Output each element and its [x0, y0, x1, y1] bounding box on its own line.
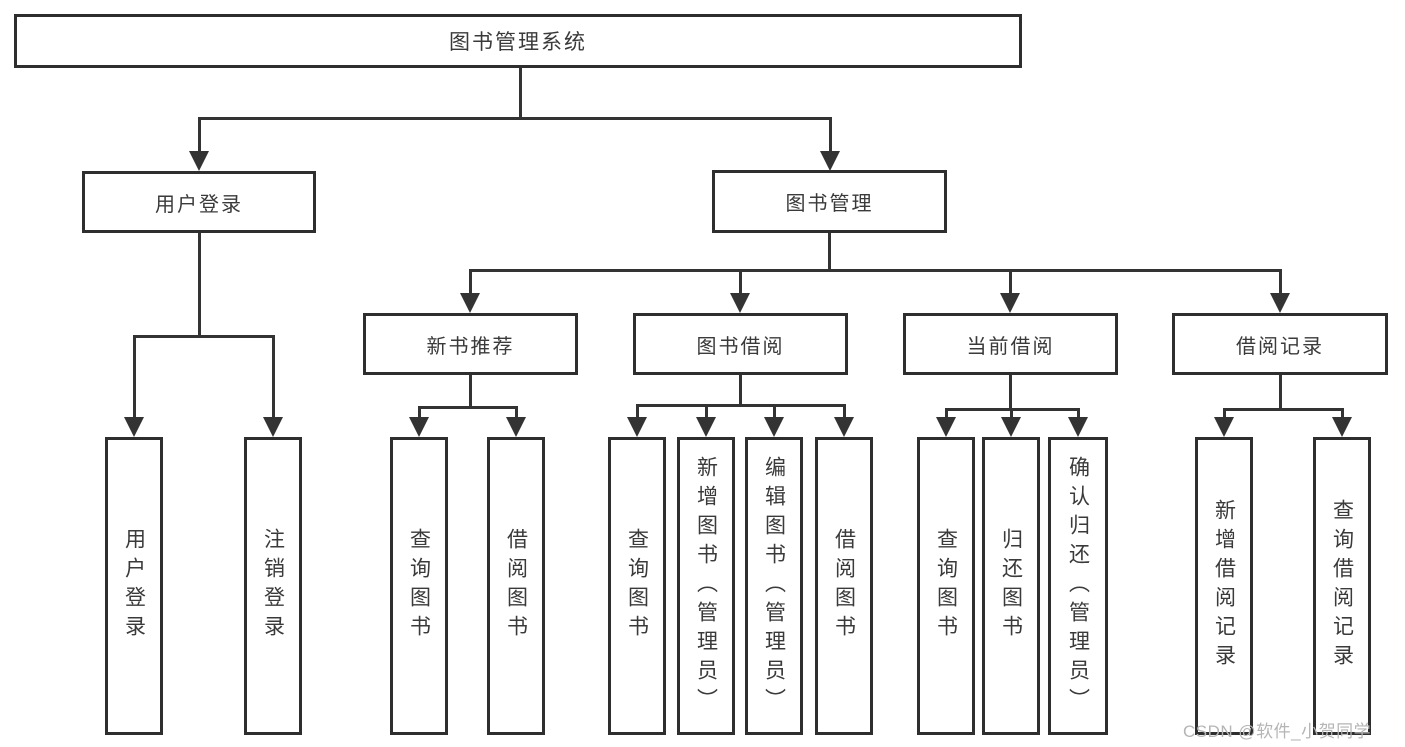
leaf-borrow-books-borrowing: 借阅图书 — [815, 437, 873, 735]
leaf-query-books-current: 查询图书 — [917, 437, 975, 735]
arrow-down-icon — [1001, 417, 1021, 437]
arrow-down-icon — [460, 293, 480, 313]
arrow-down-icon — [409, 417, 429, 437]
connector-line — [1223, 408, 1344, 411]
connector-line — [133, 335, 275, 338]
leaf-borrow-books-recommend: 借阅图书 — [487, 437, 545, 735]
connector-line — [519, 68, 522, 120]
connector-line — [705, 404, 708, 419]
connector-line — [1009, 269, 1012, 294]
arrow-down-icon — [124, 417, 144, 437]
connector-line — [1010, 408, 1013, 419]
watermark: CSDN @软件_小贺同学 — [1183, 722, 1372, 741]
leaf-add-borrow-record: 新增借阅记录 — [1195, 437, 1253, 735]
connector-line — [1341, 408, 1344, 419]
connector-line — [1009, 375, 1012, 411]
arrow-down-icon — [696, 417, 716, 437]
arrow-down-icon — [1214, 417, 1234, 437]
connector-line — [469, 269, 472, 294]
connector-line — [469, 375, 472, 409]
node-user-login: 用户登录 — [82, 171, 316, 233]
connector-line — [515, 406, 518, 419]
arrow-down-icon — [1068, 417, 1088, 437]
leaf-query-books-borrowing: 查询图书 — [608, 437, 666, 735]
arrow-down-icon — [1000, 293, 1020, 313]
connector-line — [198, 233, 201, 338]
arrow-down-icon — [820, 151, 840, 171]
arrow-down-icon — [730, 293, 750, 313]
connector-line — [636, 404, 846, 407]
leaf-query-books-recommend: 查询图书 — [390, 437, 448, 735]
connector-line — [1279, 269, 1282, 294]
arrow-down-icon — [764, 417, 784, 437]
arrow-down-icon — [506, 417, 526, 437]
leaf-confirm-return-admin: 确认归还（管理员） — [1048, 437, 1108, 735]
connector-line — [773, 404, 776, 419]
leaf-query-borrow-record: 查询借阅记录 — [1313, 437, 1371, 735]
arrow-down-icon — [627, 417, 647, 437]
connector-line — [1223, 408, 1226, 419]
connector-line — [843, 404, 846, 419]
leaf-return-books: 归还图书 — [982, 437, 1040, 735]
arrow-down-icon — [1332, 417, 1352, 437]
connector-line — [1279, 375, 1282, 411]
arrow-down-icon — [189, 151, 209, 171]
leaf-edit-book-admin: 编辑图书（管理员） — [745, 437, 803, 735]
node-book-borrowing: 图书借阅 — [633, 313, 848, 375]
connector-line — [272, 335, 275, 419]
connector-line — [739, 269, 742, 294]
node-new-book-recommend: 新书推荐 — [363, 313, 578, 375]
connector-line — [418, 406, 421, 419]
connector-line — [945, 408, 948, 419]
leaf-user-login: 用户登录 — [105, 437, 163, 735]
connector-line — [469, 269, 1282, 272]
node-current-borrowing: 当前借阅 — [903, 313, 1118, 375]
leaf-add-book-admin: 新增图书（管理员） — [677, 437, 735, 735]
leaf-logout: 注销登录 — [244, 437, 302, 735]
connector-line — [828, 233, 831, 272]
connector-line — [1077, 408, 1080, 419]
arrow-down-icon — [834, 417, 854, 437]
connector-line — [198, 117, 201, 153]
connector-line — [418, 406, 518, 409]
node-book-management: 图书管理 — [712, 170, 947, 233]
connector-line — [133, 335, 136, 419]
arrow-down-icon — [936, 417, 956, 437]
connector-line — [198, 117, 832, 120]
node-root: 图书管理系统 — [14, 14, 1022, 68]
arrow-down-icon — [1270, 293, 1290, 313]
arrow-down-icon — [263, 417, 283, 437]
connector-line — [739, 375, 742, 407]
node-borrowing-records: 借阅记录 — [1172, 313, 1388, 375]
connector-line — [636, 404, 639, 419]
connector-line — [829, 117, 832, 153]
